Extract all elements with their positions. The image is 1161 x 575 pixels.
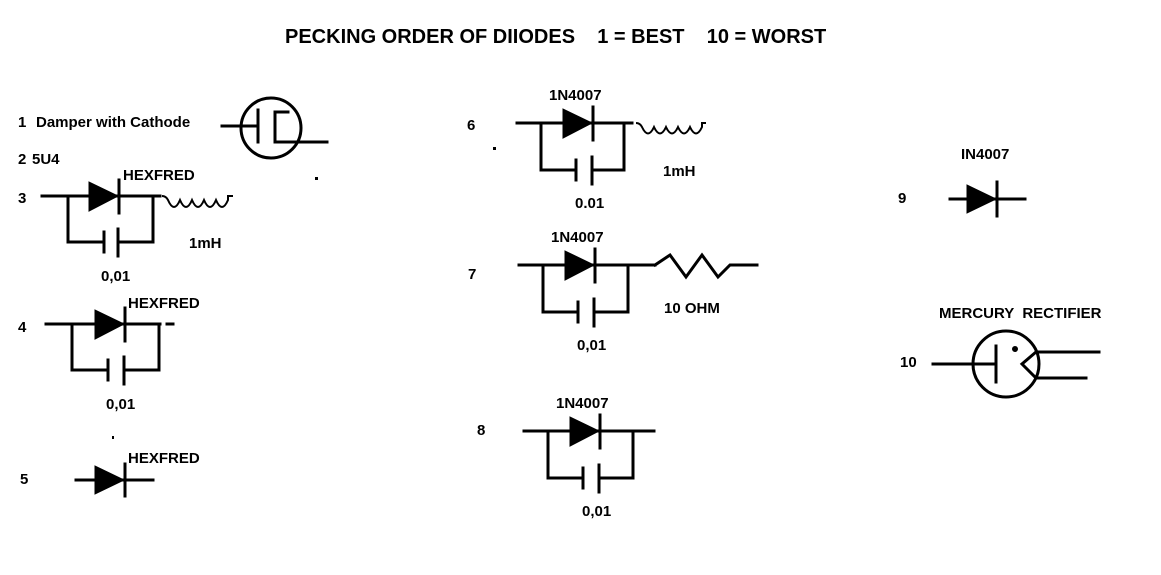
- rank-4-part-label: HEXFRED: [128, 295, 200, 312]
- rank-10-number: 10: [900, 354, 917, 371]
- rank-5-part-label: HEXFRED: [128, 450, 200, 467]
- rank-7-extra-label: 10 OHM: [664, 300, 720, 317]
- rank-8-number: 8: [477, 422, 485, 439]
- rank-1-number: 1: [18, 114, 26, 131]
- rank-3-number: 3: [18, 190, 26, 207]
- stray-dot: [493, 147, 496, 150]
- rank-3-extra-label: 1mH: [189, 235, 222, 252]
- rank-6-part-label: 1N4007: [549, 87, 602, 104]
- rank-7-number: 7: [468, 266, 476, 283]
- rank-4-number: 4: [18, 319, 27, 336]
- rank-6-number: 6: [467, 117, 475, 134]
- capacitor-symbol-icon: [66, 194, 155, 258]
- resistor-zigzag-icon: [652, 252, 759, 280]
- rank-3-cap-label: 0,01: [101, 268, 130, 285]
- rank-8-part-label: 1N4007: [556, 395, 609, 412]
- rank-5-number: 5: [20, 471, 28, 488]
- rank-7-cap-label: 0,01: [577, 337, 606, 354]
- diode-symbol-icon: [74, 462, 155, 498]
- rank-6-extra-label: 1mH: [663, 163, 696, 180]
- rank-7-part-label: 1N4007: [551, 229, 604, 246]
- mercury-rectifier-icon: [931, 329, 1101, 399]
- rank-9-part-label: IN4007: [961, 146, 1009, 163]
- diode-symbol-icon: [948, 180, 1027, 218]
- vacuum-tube-diode-icon: [220, 96, 329, 160]
- capacitor-symbol-icon: [539, 121, 626, 186]
- rank-9-number: 9: [898, 190, 906, 207]
- capacitor-symbol-icon: [70, 322, 161, 386]
- diode-symbol-icon: [44, 306, 175, 343]
- rank-2-label: 5U4: [32, 151, 60, 168]
- diode-symbol-icon: [40, 178, 162, 215]
- rank-3-part-label: HEXFRED: [123, 167, 195, 184]
- stray-dot: [112, 436, 114, 439]
- stray-dot: [315, 177, 318, 180]
- capacitor-symbol-icon: [546, 429, 635, 494]
- rank-8-cap-label: 0,01: [582, 503, 611, 520]
- inductor-coil-icon: [161, 195, 233, 208]
- rank-2-number: 2: [18, 151, 26, 168]
- diode-symbol-icon: [517, 247, 657, 284]
- rank-1-label: Damper with Cathode: [36, 114, 190, 131]
- inductor-coil-icon: [635, 122, 706, 135]
- capacitor-symbol-icon: [541, 263, 630, 328]
- rank-6-cap-label: 0.01: [575, 195, 604, 212]
- rank-4-cap-label: 0,01: [106, 396, 135, 413]
- page-title: PECKING ORDER OF DIIODES 1 = BEST 10 = W…: [285, 26, 826, 48]
- rank-10-part-label: MERCURY RECTIFIER: [939, 305, 1102, 322]
- diode-symbol-icon: [515, 105, 634, 142]
